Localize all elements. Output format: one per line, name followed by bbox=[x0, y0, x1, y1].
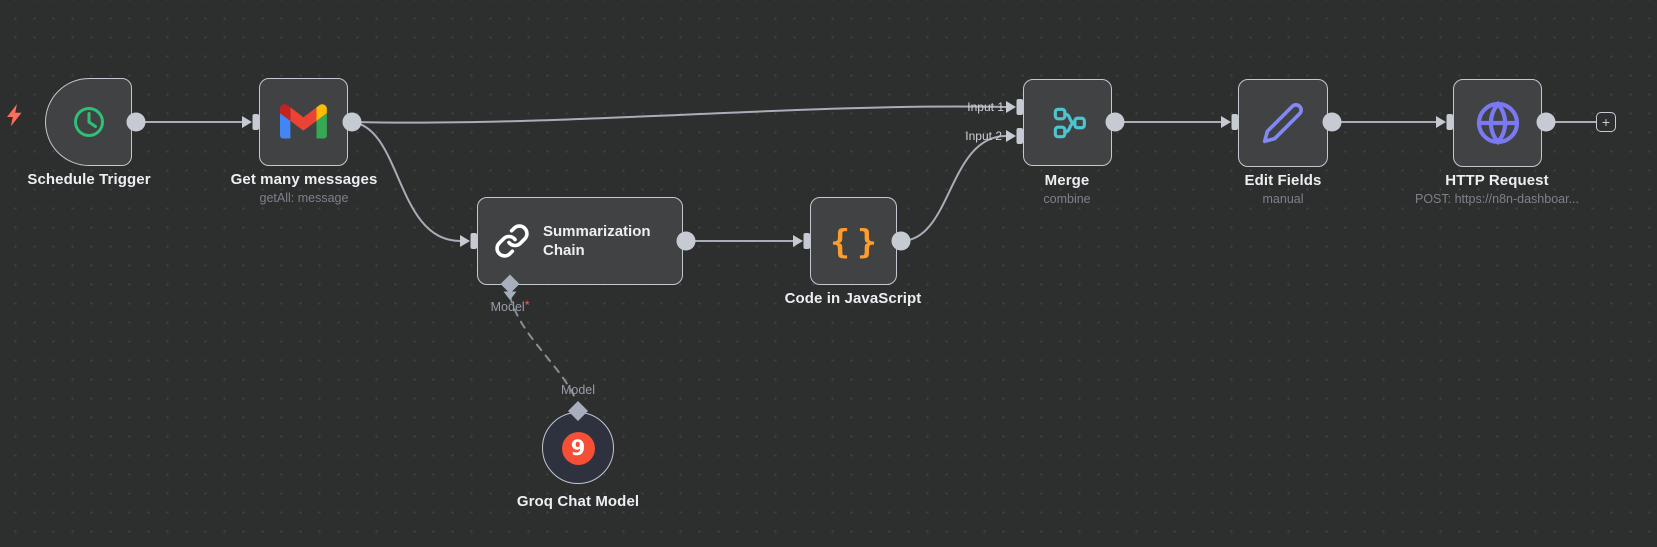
input-arrow-merge-1 bbox=[1006, 101, 1016, 113]
node-label-merge: Merge bbox=[1044, 172, 1090, 189]
input-arrow-code bbox=[793, 235, 803, 247]
node-subtitle-gmail: getAll: message bbox=[259, 191, 349, 205]
node-label-schedule-trigger: Schedule Trigger bbox=[27, 171, 151, 188]
clock-icon bbox=[73, 107, 104, 137]
node-http-request[interactable] bbox=[1453, 79, 1542, 167]
node-label-groq-chat-model: Groq Chat Model bbox=[516, 493, 640, 510]
node-schedule-trigger[interactable] bbox=[45, 78, 132, 166]
gmail-icon bbox=[280, 104, 327, 139]
node-summarization-chain[interactable]: Summarization Chain bbox=[477, 197, 683, 285]
node-subtitle-edit-fields: manual bbox=[1262, 192, 1304, 206]
plus-icon: + bbox=[1601, 114, 1611, 130]
add-node-button[interactable]: + bbox=[1596, 112, 1616, 132]
node-edit-fields[interactable] bbox=[1238, 79, 1328, 167]
summarization-model-port-label: Model* bbox=[490, 298, 530, 314]
braces-icon: {} bbox=[830, 221, 884, 261]
trigger-bolt-icon bbox=[7, 104, 22, 127]
node-label-gmail: Get many messages bbox=[230, 171, 378, 188]
groq-icon: 9 bbox=[561, 431, 595, 465]
node-groq-chat-model[interactable]: 9 bbox=[542, 412, 614, 484]
node-label-code: Code in JavaScript bbox=[784, 290, 922, 307]
input-arrow-editfields bbox=[1221, 116, 1231, 128]
edge-gmail-to-merge-input1[interactable] bbox=[351, 105, 1007, 124]
input-arrow-http bbox=[1436, 116, 1446, 128]
input-arrow-gmail bbox=[242, 116, 252, 128]
merge-input2-label: Input 2 bbox=[965, 129, 1002, 143]
node-subtitle-http-request: POST: https://n8n-dashboar... bbox=[1415, 192, 1579, 206]
node-gmail[interactable] bbox=[259, 78, 348, 166]
chain-icon bbox=[495, 224, 529, 258]
node-label-http-request: HTTP Request bbox=[1445, 172, 1549, 189]
pencil-icon bbox=[1262, 103, 1303, 144]
summarization-chain-title: Summarization Chain bbox=[543, 223, 651, 259]
node-label-edit-fields: Edit Fields bbox=[1244, 172, 1322, 189]
merge-icon bbox=[1053, 107, 1086, 138]
node-subtitle-merge: combine bbox=[1043, 192, 1091, 206]
groq-model-connection-label: Model bbox=[560, 383, 596, 397]
input-arrow-summarization bbox=[460, 235, 470, 247]
node-code-in-javascript[interactable]: {} bbox=[810, 197, 897, 285]
merge-input1-label: Input 1 bbox=[967, 100, 1004, 114]
globe-icon bbox=[1476, 100, 1519, 146]
input-arrow-merge-2 bbox=[1006, 130, 1016, 142]
node-merge[interactable] bbox=[1023, 79, 1112, 166]
